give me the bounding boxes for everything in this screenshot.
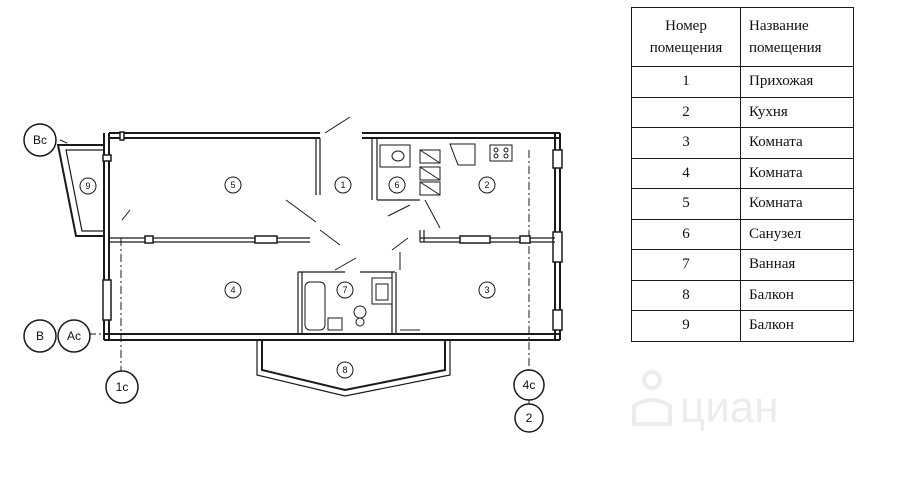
watermark-logo: циан bbox=[632, 370, 779, 432]
axis-markers: Bc B Ac 1c 4c 2 bbox=[23, 123, 545, 433]
balcony-9 bbox=[56, 144, 104, 237]
balcony-8 bbox=[256, 340, 451, 397]
fixtures bbox=[304, 143, 513, 331]
axis-label-1c: 1c bbox=[116, 380, 129, 394]
axis-label-4c: 4c bbox=[523, 378, 536, 392]
row-name: Санузел bbox=[740, 218, 854, 250]
row-number: 3 bbox=[631, 127, 741, 159]
room-label-9: 9 bbox=[85, 181, 90, 191]
room-label-6: 6 bbox=[394, 180, 399, 190]
row-number: 1 bbox=[631, 66, 741, 98]
row-name: Комната bbox=[740, 188, 854, 220]
axis-label-2: 2 bbox=[526, 411, 533, 425]
interior-walls bbox=[109, 138, 555, 334]
axis-label-ac: Ac bbox=[67, 329, 81, 343]
room-label-5: 5 bbox=[230, 180, 235, 190]
row-name: Прихожая bbox=[740, 66, 854, 98]
row-number: 4 bbox=[631, 157, 741, 189]
sink-icon bbox=[327, 317, 343, 331]
shower-icon bbox=[449, 143, 476, 166]
room-label-4: 4 bbox=[230, 285, 235, 295]
row-number: 7 bbox=[631, 249, 741, 281]
floor-plan: 1 2 3 4 5 6 7 8 9 Bc B Ac 1c 4c 2 bbox=[23, 116, 563, 433]
room-label-7: 7 bbox=[342, 285, 347, 295]
row-number: 5 bbox=[631, 188, 741, 220]
axis-label-b: B bbox=[36, 329, 44, 343]
room-label-2: 2 bbox=[484, 180, 489, 190]
row-number: 8 bbox=[631, 279, 741, 311]
room-labels: 1 2 3 4 5 6 7 8 9 bbox=[79, 176, 496, 379]
stove-icon bbox=[489, 144, 513, 162]
bathtub-icon bbox=[304, 281, 326, 331]
axis-label-bc: Bc bbox=[33, 133, 47, 147]
outer-walls bbox=[102, 131, 563, 341]
row-name: Балкон bbox=[740, 279, 854, 311]
row-number: 6 bbox=[631, 218, 741, 250]
row-name: Комната bbox=[740, 127, 854, 159]
row-name: Кухня bbox=[740, 96, 854, 128]
row-name: Балкон bbox=[740, 310, 854, 342]
watermark-text: циан bbox=[680, 383, 779, 432]
header-name: Название помещения bbox=[740, 7, 854, 67]
row-number: 2 bbox=[631, 96, 741, 128]
row-name: Ванная bbox=[740, 249, 854, 281]
room-label-3: 3 bbox=[484, 285, 489, 295]
room-label-1: 1 bbox=[340, 180, 345, 190]
row-name: Комната bbox=[740, 157, 854, 189]
row-number: 9 bbox=[631, 310, 741, 342]
room-label-8: 8 bbox=[342, 365, 347, 375]
header-number: Номер помещения bbox=[631, 7, 741, 67]
doors bbox=[121, 116, 441, 331]
table-header-row: Номер помещения Название помещения bbox=[631, 7, 854, 67]
